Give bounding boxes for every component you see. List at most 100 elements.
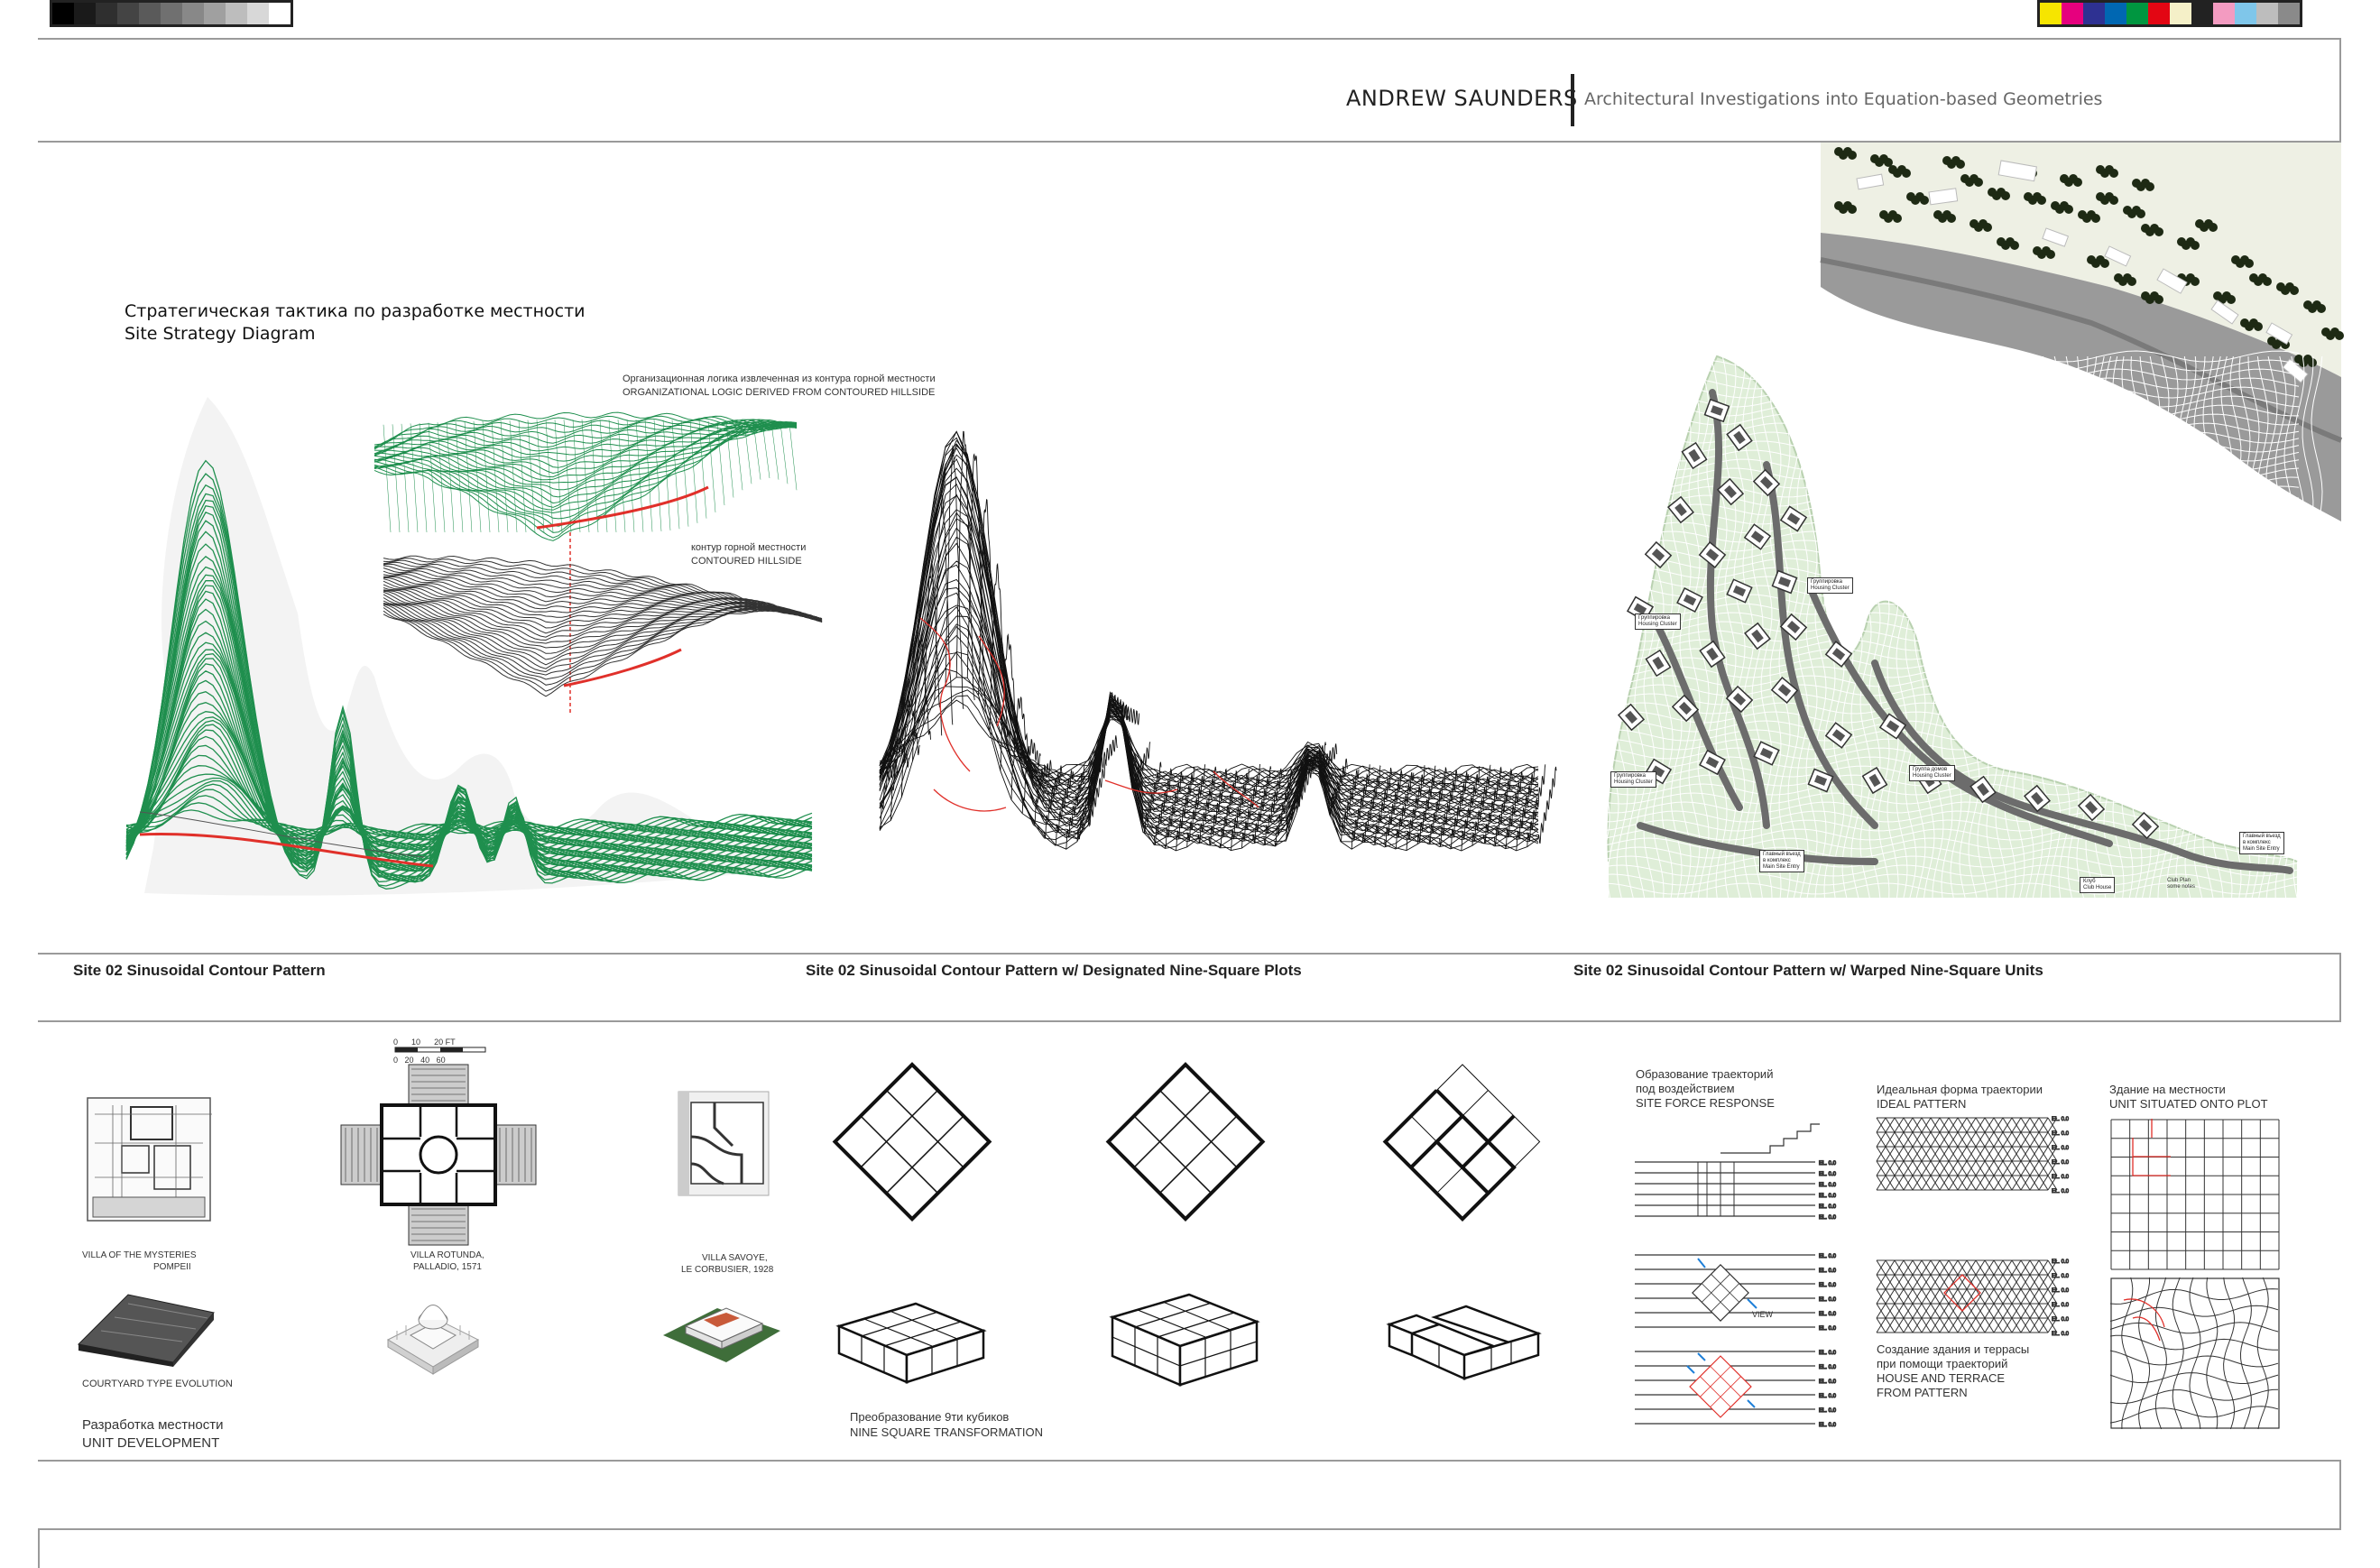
pattern-diag xyxy=(2002,1288,2013,1305)
warp-line xyxy=(2189,1277,2201,1430)
housing-unit xyxy=(1676,586,1703,613)
pattern-diag xyxy=(1921,1288,1932,1305)
mesh-col xyxy=(1516,767,1536,851)
pattern-diag xyxy=(1876,1303,1886,1319)
pattern-diag xyxy=(1903,1274,1914,1290)
elevation-tick: EL. 0.0 xyxy=(1819,1283,1837,1288)
mesh-col xyxy=(1186,764,1206,847)
warp-line xyxy=(2121,1277,2134,1429)
pattern-diag xyxy=(1876,1317,1886,1333)
site-cell-line xyxy=(2076,356,2089,908)
pattern-diag xyxy=(1876,1146,1886,1162)
elevation-tick: EL. 0.0 xyxy=(1819,1351,1837,1356)
housing-unit xyxy=(1699,749,1726,776)
warp-line xyxy=(2154,1277,2167,1430)
tree xyxy=(2335,331,2344,340)
housing-unit xyxy=(1644,540,1673,569)
org-logic-label-en: ORGANIZATIONAL LOGIC DERIVED FROM CONTOU… xyxy=(623,387,936,398)
author-name: ANDREW SAUNDERS xyxy=(1346,86,1578,111)
sheet-tick xyxy=(446,421,455,533)
mesh-row xyxy=(879,509,1539,807)
gray-contour-line xyxy=(383,589,823,638)
courtyard-model-rendering xyxy=(77,1294,215,1367)
tree xyxy=(1974,178,1983,187)
elevation-tick: EL. 0.0 xyxy=(1819,1194,1837,1199)
pattern-diag xyxy=(1966,1160,1977,1176)
pattern-diag xyxy=(1930,1117,1941,1133)
pattern-diag xyxy=(1930,1131,1941,1148)
site-cell-line xyxy=(1603,350,2300,363)
site-cell-line xyxy=(2031,355,2043,908)
unit-development-ru: Разработка местности xyxy=(82,1417,224,1433)
sheet-tick xyxy=(644,420,653,532)
gray-contour-line xyxy=(383,558,823,623)
sheet-tick xyxy=(599,419,608,533)
gray-contour-line xyxy=(383,607,823,686)
pattern-diag xyxy=(1939,1259,1950,1276)
elevation-tick: EL. 0.0 xyxy=(1819,1183,1837,1188)
pattern-diag xyxy=(1984,1303,1995,1319)
sheet-tick xyxy=(419,422,428,533)
site-cell-line xyxy=(2175,355,2188,908)
sheet-tick xyxy=(383,424,392,533)
site-force-ru-2: под воздействием xyxy=(1636,1082,1735,1095)
sheet-tick xyxy=(716,420,725,506)
pattern-diag xyxy=(1957,1131,1968,1148)
sheet-line xyxy=(374,421,798,475)
housing-unit xyxy=(1779,505,1808,532)
pattern-diag xyxy=(2011,1175,2022,1191)
warp-line xyxy=(2109,1334,2278,1351)
sheet-tick xyxy=(789,423,798,491)
villa-rotunda-plan xyxy=(340,1064,537,1246)
caption-warped-units: Site 02 Sinusoidal Contour Pattern w/ Wa… xyxy=(1573,962,2043,979)
pattern-diag xyxy=(2020,1117,2031,1133)
pattern-diag xyxy=(1894,1303,1905,1319)
site-cell-line xyxy=(2067,355,2080,908)
header-separator xyxy=(1571,74,1574,126)
site-cell-line xyxy=(1603,864,2300,877)
housing-unit xyxy=(1699,640,1726,669)
mesh-col xyxy=(1439,769,1458,847)
pattern-diag xyxy=(2002,1274,2013,1290)
housing-unit xyxy=(1824,722,1853,749)
pattern-diag xyxy=(1912,1146,1923,1162)
color-swatch xyxy=(2105,3,2126,24)
housing-unit xyxy=(1681,441,1708,470)
pattern-diag xyxy=(2029,1303,2040,1319)
site-cell-line xyxy=(1603,720,2300,733)
sheet-line xyxy=(374,421,798,533)
pattern-diag xyxy=(1966,1259,1977,1276)
mesh-col xyxy=(1241,763,1260,849)
site-cell-line xyxy=(2112,355,2125,908)
pattern-diag xyxy=(1894,1175,1905,1191)
pattern-diag xyxy=(1948,1259,1959,1276)
pattern-diag xyxy=(2038,1274,2049,1290)
mesh-row xyxy=(879,493,1539,835)
header-divider xyxy=(38,141,2341,143)
pattern-diag xyxy=(1939,1303,1950,1319)
pattern-diag xyxy=(1930,1160,1941,1176)
pattern-diag xyxy=(1993,1175,2004,1191)
pattern-diag xyxy=(1975,1274,1986,1290)
site-cell-line xyxy=(1607,355,1619,908)
mesh-col xyxy=(1471,764,1491,846)
site-cell-line xyxy=(1886,355,1899,908)
site-cell-line xyxy=(2229,355,2242,908)
contour-line xyxy=(125,789,813,840)
elevation-tick: EL. 0.0 xyxy=(1819,1204,1837,1210)
pattern-diag xyxy=(1948,1146,1959,1162)
site-cell-line xyxy=(1625,355,1637,908)
sheet-line xyxy=(374,424,798,541)
mesh-col xyxy=(1395,771,1415,850)
pattern-diag xyxy=(1885,1303,1896,1319)
pattern-diag xyxy=(1948,1288,1959,1305)
pattern-diag xyxy=(2038,1303,2049,1319)
pattern-diag xyxy=(1939,1146,1950,1162)
mesh-col xyxy=(1032,760,1052,826)
site-cell-line xyxy=(2193,355,2206,908)
pattern-diag xyxy=(2002,1303,2013,1319)
pattern-diag xyxy=(1930,1288,1941,1305)
header-subtitle: Architectural Investigations into Equati… xyxy=(1584,89,2103,109)
pattern-diag xyxy=(1876,1288,1886,1305)
